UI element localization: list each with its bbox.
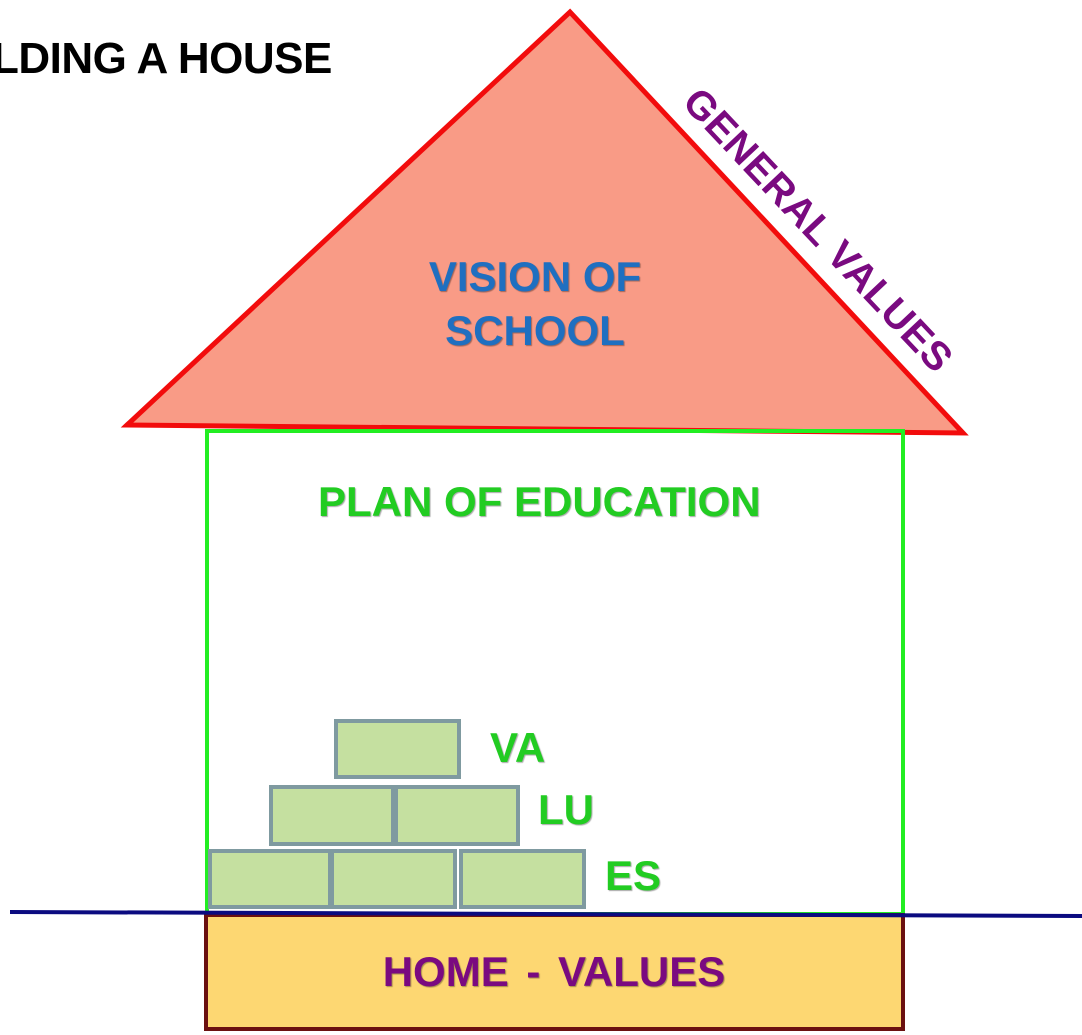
brick [459, 849, 586, 909]
brick [330, 849, 457, 909]
brick [394, 785, 520, 846]
brick [208, 849, 332, 909]
vision-line-2: SCHOOL [445, 307, 625, 354]
plan-of-education-label: PLAN OF EDUCATION [318, 478, 761, 525]
brick-label-va: VA [490, 724, 546, 771]
vision-label: VISION OF SCHOOL [380, 250, 690, 358]
brick [334, 719, 461, 779]
brick-stack [208, 719, 586, 909]
home-values-label: HOME - VALUES [382, 948, 726, 995]
brick-label-lu: LU [538, 786, 594, 833]
foundation-block [204, 913, 905, 1031]
brick [269, 785, 395, 846]
ground-line [9, 910, 1082, 918]
vision-line-1: VISION OF [428, 253, 642, 300]
brick-label-es: ES [605, 852, 662, 899]
page-title: LDING A HOUSE [0, 34, 332, 83]
